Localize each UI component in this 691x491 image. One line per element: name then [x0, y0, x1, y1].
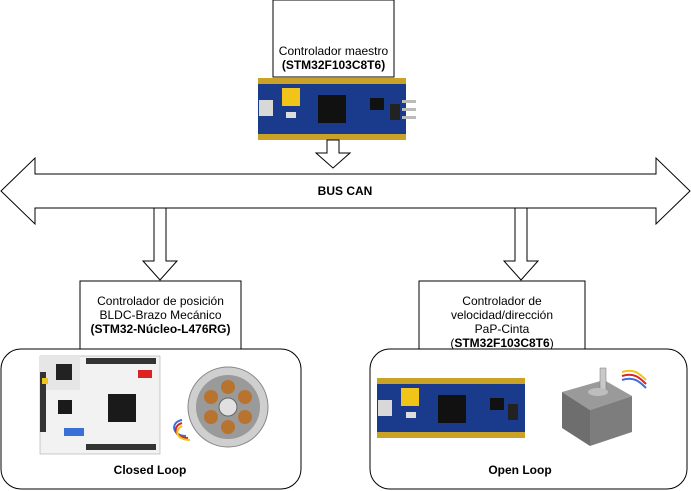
velocity-board-image	[377, 378, 525, 438]
position-chip: (STM32-Núcleo-L476RG)	[90, 322, 231, 336]
master-chip: (STM32F103C8T6)	[281, 58, 386, 72]
nucleo-board-image	[39, 355, 161, 455]
bus-to-position-arrow	[141, 207, 179, 281]
master-controller-box	[272, 0, 395, 78]
velocity-line1: Controlador de velocidad/dirección	[450, 294, 554, 322]
position-controller-label: Controlador de posición BLDC-Brazo Mecán…	[80, 294, 241, 336]
velocity-line2: PaP-Cinta	[474, 322, 530, 336]
bus-can-label: BUS CAN	[317, 184, 373, 198]
velocity-controller-box	[418, 280, 586, 350]
bus-to-velocity-arrow	[502, 207, 540, 281]
open-loop-caption: Open Loop	[488, 463, 552, 477]
closed-loop-caption: Closed Loop	[113, 463, 187, 477]
position-line1: Controlador de posición	[97, 294, 224, 308]
master-title: Controlador maestro	[278, 44, 389, 58]
bldc-motor-image	[173, 366, 269, 448]
master-board-image	[258, 78, 416, 140]
master-to-bus-arrow	[314, 139, 352, 169]
position-line2: BLDC-Brazo Mecánico	[99, 308, 222, 322]
velocity-controller-label: Controlador de velocidad/dirección PaP-C…	[419, 294, 585, 350]
stepper-motor-image	[562, 367, 647, 446]
master-controller-label: Controlador maestro (STM32F103C8T6)	[273, 44, 394, 72]
velocity-chip: (STM32F103C8T6)	[450, 336, 554, 350]
